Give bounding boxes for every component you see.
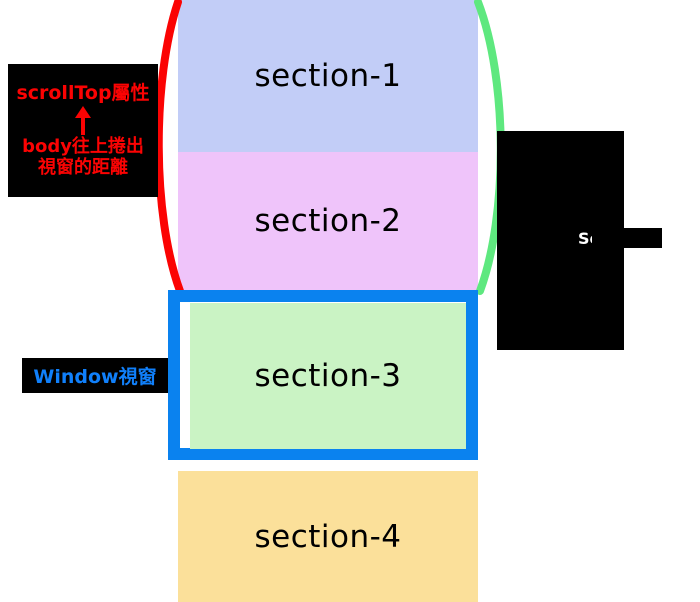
section-2-label: section-2: [254, 203, 402, 239]
window-callout-label: Window視窗: [33, 366, 157, 388]
section-2-block: section-2: [178, 152, 478, 290]
arrow-up-icon: [75, 106, 91, 136]
section-3-block: section-3: [190, 303, 466, 449]
scrolltop-callout-line3: 視窗的距離: [38, 156, 128, 178]
window-viewport-frame: [168, 290, 478, 460]
scrolltop-callout-line1: scrollTop屬性: [16, 82, 150, 105]
section-4-label: section-4: [254, 518, 402, 555]
section-3-label: section-3: [254, 358, 402, 394]
scrolltop-callout: scrollTop屬性 body往上捲出 視窗的距離: [8, 64, 158, 197]
left-bracket-curve-icon: [154, 0, 184, 295]
section-1-block: section-1: [178, 0, 478, 152]
section-4-block: section-4: [178, 471, 478, 602]
right-callout-occluder: [592, 228, 662, 248]
section-1-label: section-1: [254, 58, 402, 94]
scrolltop-callout-line2: body往上捲出: [22, 136, 144, 158]
window-callout: Window視窗: [22, 358, 168, 393]
